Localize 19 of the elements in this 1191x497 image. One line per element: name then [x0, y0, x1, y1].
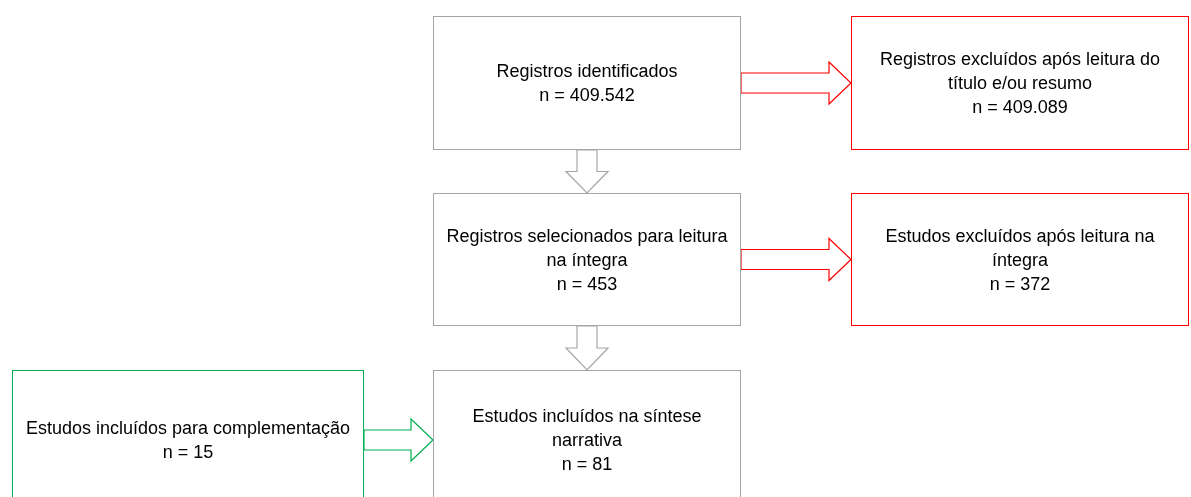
process-box: [433, 193, 741, 326]
block-arrow: [564, 325, 610, 371]
count-label: n = 372: [989, 272, 1051, 296]
count-label: n = 15: [162, 441, 214, 464]
process-box: [851, 193, 1189, 326]
process-box: [433, 16, 741, 150]
block-arrow: [740, 237, 852, 282]
count-label: n = 409.089: [972, 96, 1068, 119]
box-title: Estudos incluídos para complementação: [25, 417, 351, 440]
count-label: n = 453: [556, 272, 618, 296]
box-title: Registros identificados: [496, 60, 678, 83]
process-box: [12, 370, 364, 497]
block-arrow: [363, 417, 434, 463]
block-arrow: [564, 149, 610, 194]
count-label: n = 81: [561, 453, 613, 476]
process-box: [433, 370, 741, 497]
block-arrow: [740, 60, 852, 106]
process-box: [851, 16, 1189, 150]
count-label: n = 409.542: [539, 84, 635, 107]
